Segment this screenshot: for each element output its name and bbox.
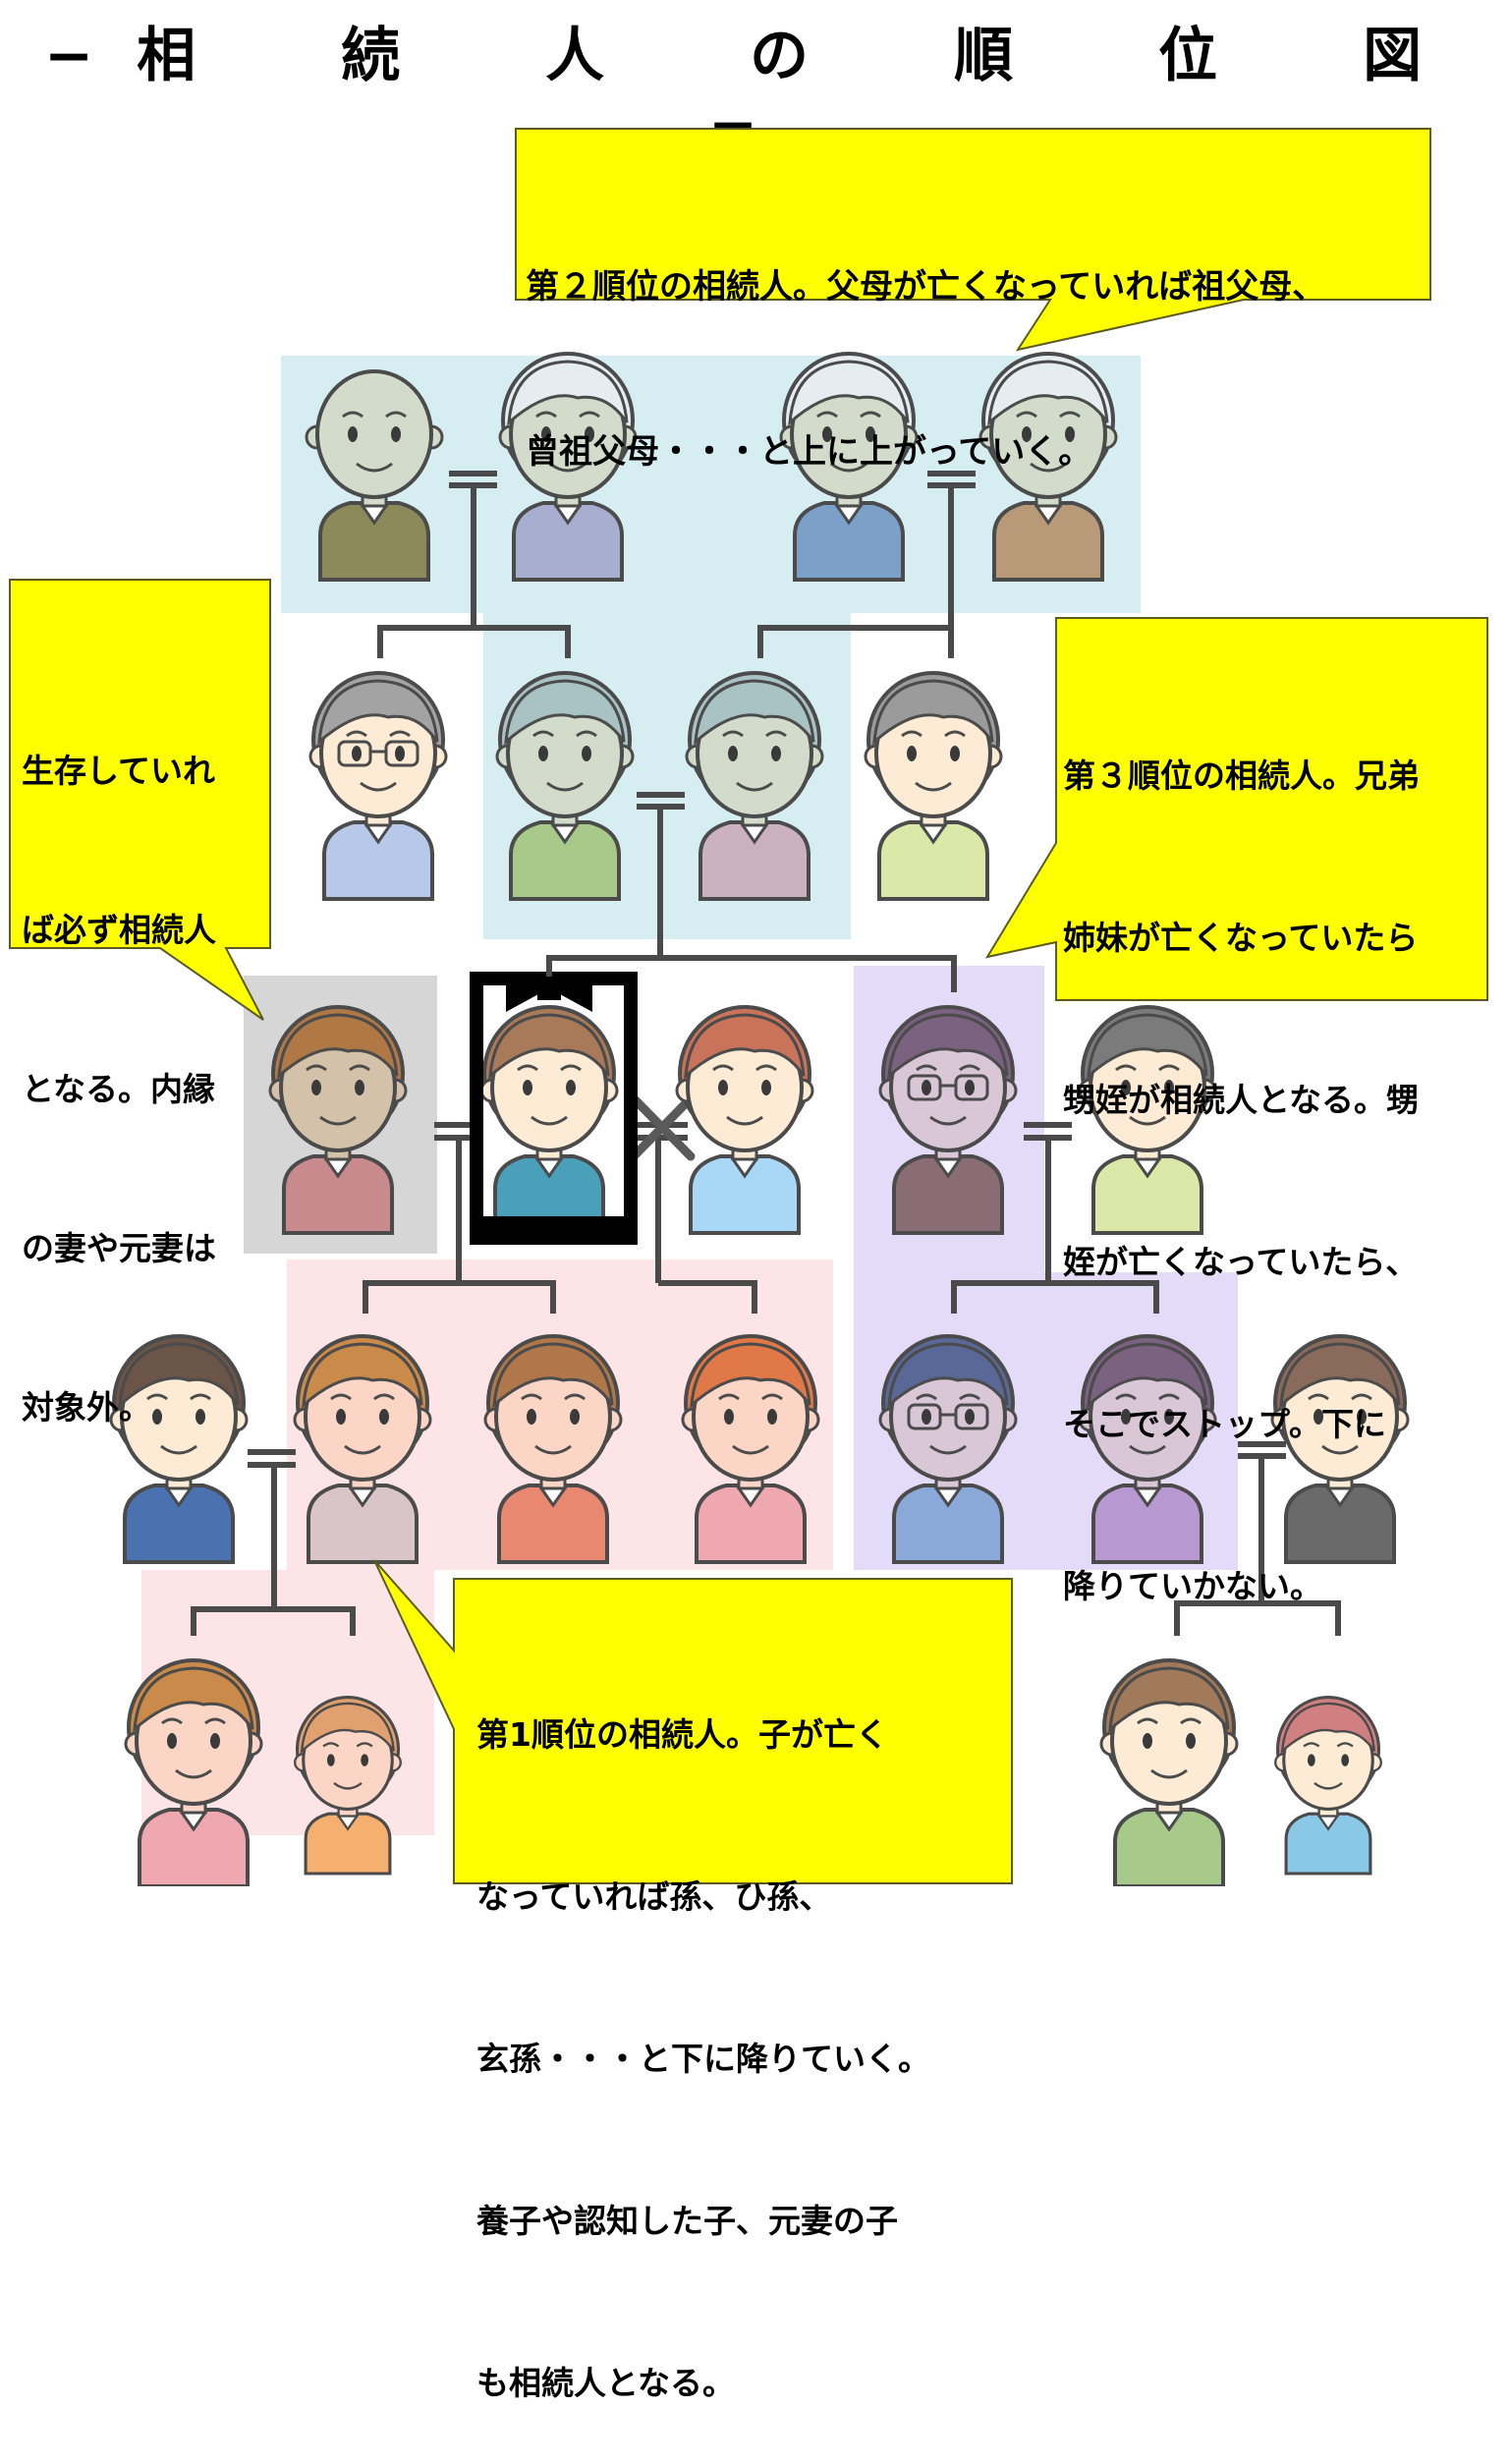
person-grandnephew-1 xyxy=(1099,1658,1239,1886)
callout-line: も相続人となる。 xyxy=(476,2364,736,2402)
callout-line: の妻や元妻は xyxy=(22,1229,216,1267)
callout-line: 姪が亡くなっていたら、 xyxy=(1063,1243,1419,1281)
page-title: −相 続 人 の 順 位 図− xyxy=(43,22,1466,159)
person-maternal-grandfather xyxy=(779,352,919,582)
callout-line: 玄孫・・・と下に降りていく。 xyxy=(476,2040,930,2078)
callout-line: 第２順位の相続人。父母が亡くなっていれば祖父母、 xyxy=(526,267,1326,307)
callout-second-rank xyxy=(515,128,1431,352)
callout-line: 姉妹が亡くなっていたら xyxy=(1063,919,1419,957)
person-daughter xyxy=(293,1334,432,1564)
callout-line: そこでストップ。下に xyxy=(1063,1405,1387,1443)
callout-line: となる。内縁 xyxy=(22,1070,216,1108)
callout-line: 曾祖父母・・・と上に上がっていく。 xyxy=(526,432,1092,472)
callout-spouse xyxy=(9,579,271,1021)
callout-line: 甥姪が相続人となる。甥 xyxy=(1063,1081,1420,1119)
person-current-wife xyxy=(268,1005,408,1235)
person-ex-wife xyxy=(675,1005,814,1235)
divorce-x-icon xyxy=(629,1093,696,1161)
callout-line: 第３順位の相続人。兄弟 xyxy=(1063,756,1420,795)
callout-spouse-text: 生存していれ ば必ず相続人 となる。内縁 の妻や元妻は 対象外。 xyxy=(22,639,216,1487)
callout-line: 降りていかない。 xyxy=(1063,1567,1322,1605)
person-uncle xyxy=(308,671,448,901)
callout-line: 生存していれ xyxy=(22,752,216,790)
person-niece xyxy=(1078,1334,1217,1564)
callout-second-rank-text: 第２順位の相続人。父母が亡くなっていれば祖父母、 曾祖父母・・・と上に上がってい… xyxy=(526,149,1325,534)
callout-first-rank-text: 第1順位の相続人。子が亡く なっていれば孫、ひ孫、 玄孫・・・と下に降りていく。… xyxy=(476,1599,930,2464)
person-brother xyxy=(878,1005,1018,1235)
person-deceased xyxy=(479,1005,619,1235)
callout-line: なっていれば孫、ひ孫、 xyxy=(476,1877,832,1916)
callout-line: ば必ず相続人 xyxy=(22,911,216,949)
callout-line: 養子や認知した子、元妻の子 xyxy=(476,2202,898,2240)
callout-third-rank-text: 第３順位の相続人。兄弟 姉妹が亡くなっていたら 甥姪が相続人となる。甥 姪が亡く… xyxy=(1063,641,1420,1667)
person-paternal-grandmother xyxy=(498,352,638,582)
person-grandchild-baby xyxy=(294,1696,402,1876)
callouts-layer xyxy=(9,128,1488,1884)
person-grandnephew-2 xyxy=(1274,1696,1382,1876)
callout-line: 対象外。 xyxy=(22,1388,151,1427)
person-aunt xyxy=(864,671,1003,901)
callout-first-rank xyxy=(373,1559,1013,1884)
callout-line: 第1順位の相続人。子が亡く xyxy=(476,1715,888,1754)
person-maternal-grandmother xyxy=(978,352,1118,582)
family-tree xyxy=(109,352,1410,1886)
memorial-frame-icon xyxy=(470,958,638,1245)
person-paternal-grandfather xyxy=(305,369,444,582)
person-mother xyxy=(685,671,824,901)
people xyxy=(109,352,1410,1886)
person-niece-husband xyxy=(1270,1334,1410,1564)
person-granddaughter xyxy=(124,1658,263,1886)
person-nephew xyxy=(878,1334,1018,1564)
person-sister-in-law xyxy=(1078,1005,1217,1235)
callout-third-rank xyxy=(984,617,1488,1001)
person-son xyxy=(483,1334,623,1564)
person-son-in-law xyxy=(109,1334,249,1564)
person-child-of-ex-wife xyxy=(681,1334,820,1564)
person-father xyxy=(495,671,635,901)
